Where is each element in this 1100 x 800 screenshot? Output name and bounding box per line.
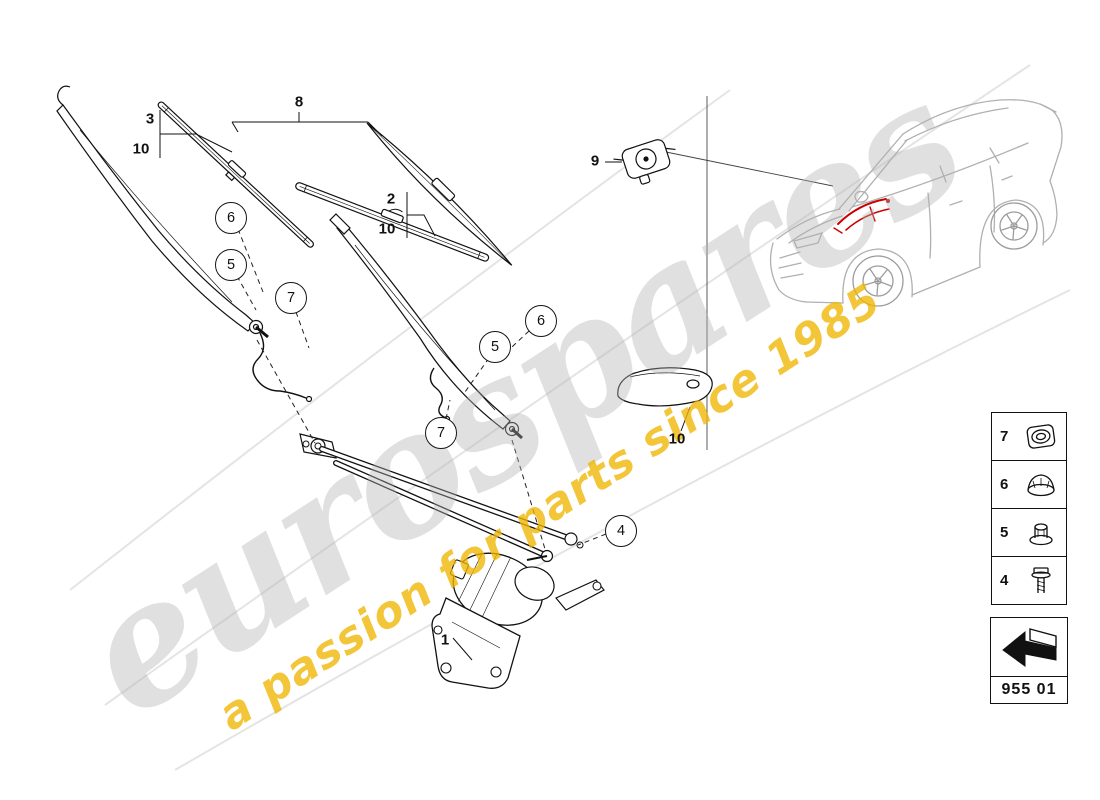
legend-number: 5	[1000, 524, 1009, 541]
callout-9[interactable]: 9	[590, 152, 600, 170]
legend-item-7[interactable]: 7	[992, 413, 1066, 460]
direction-arrow-icon	[991, 618, 1067, 676]
callout-circle-6-left[interactable]: 6	[215, 202, 247, 234]
wiper-blade-3	[157, 101, 314, 248]
wiper-arm-left	[56, 85, 313, 403]
wiper-motor-assembly	[299, 433, 605, 689]
part-code: 955 01	[991, 676, 1067, 703]
bolt-icon	[1031, 566, 1051, 593]
cap-icon	[1027, 473, 1055, 496]
washer-hose-right	[429, 367, 447, 419]
legend-item-6[interactable]: 6	[992, 460, 1066, 508]
legend-item-4[interactable]: 4	[992, 556, 1066, 604]
cowl-cover	[617, 367, 713, 407]
leader-lines	[159, 110, 691, 661]
wiper-location-highlight	[833, 198, 890, 234]
legend-number: 7	[1000, 428, 1009, 445]
car-illustration	[769, 99, 1063, 307]
rear-wheel	[990, 202, 1038, 250]
legend-number: 6	[1000, 476, 1009, 493]
wiper-arm-right	[329, 213, 524, 440]
callout-circle-7-left[interactable]: 7	[275, 282, 307, 314]
callout-8[interactable]: 8	[294, 93, 304, 111]
callout-1[interactable]: 1	[440, 631, 450, 649]
wiper-blade-2	[295, 182, 490, 262]
callout-10-cowl[interactable]: 10	[668, 430, 686, 448]
fastener-legend: 7 6 5	[991, 412, 1067, 605]
washer-hose-left	[252, 332, 307, 399]
legend-number: 4	[1000, 572, 1009, 589]
callout-circle-4[interactable]: 4	[605, 515, 637, 547]
callout-10-blade2[interactable]: 10	[378, 220, 396, 238]
watermark-swoosh-lines	[69, 64, 1071, 771]
wiper-blade-8	[366, 122, 513, 266]
callout-circle-6-right[interactable]: 6	[525, 305, 557, 337]
rain-sensor	[613, 139, 834, 187]
callout-circle-5-left[interactable]: 5	[215, 249, 247, 281]
assembly-dashed-lines	[236, 228, 607, 550]
callout-3[interactable]: 3	[145, 110, 155, 128]
grommet-icon	[1026, 423, 1056, 449]
part-code-box: 955 01	[990, 617, 1068, 704]
nut-icon	[1029, 522, 1053, 545]
front-wheel	[852, 255, 904, 307]
callout-circle-5-right[interactable]: 5	[479, 331, 511, 363]
callout-10-blade3[interactable]: 10	[132, 140, 150, 158]
legend-item-5[interactable]: 5	[992, 508, 1066, 556]
callout-2[interactable]: 2	[386, 190, 396, 208]
callout-circle-7-right[interactable]: 7	[425, 417, 457, 449]
